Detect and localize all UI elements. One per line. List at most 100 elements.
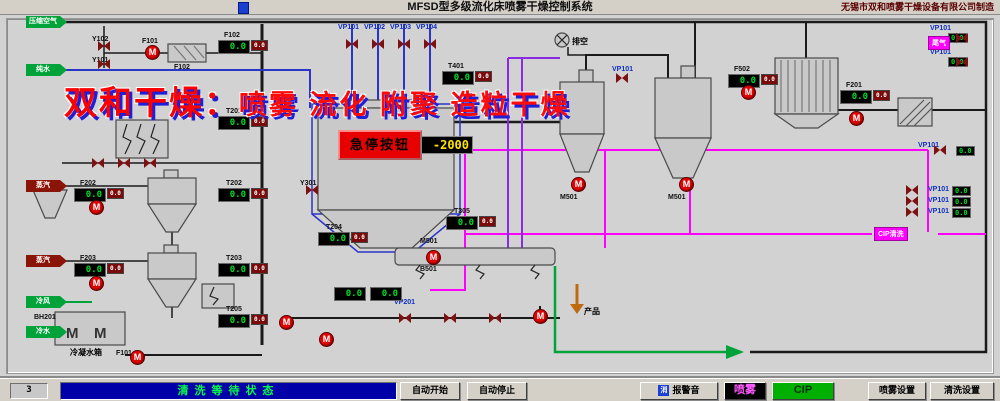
tag-T305: T305 — [454, 208, 470, 215]
display-value: 0.0 — [318, 232, 350, 246]
tag-M501: M501 — [560, 194, 578, 201]
svg-text:M: M — [66, 325, 79, 342]
pump-motor[interactable]: M — [571, 177, 586, 192]
display-value: 0.0 — [218, 40, 250, 54]
tag-F203: F203 — [80, 255, 96, 262]
tag-VP101: VP101 — [338, 24, 360, 31]
valve[interactable] — [346, 39, 358, 49]
spray-mode-button[interactable]: 喷雾 — [724, 382, 766, 400]
valve[interactable] — [934, 145, 946, 155]
spray-settings-button[interactable]: 喷雾设置 — [868, 382, 926, 400]
pump-motor[interactable]: M — [533, 309, 548, 324]
tag-Y102: Y102 — [92, 36, 109, 43]
control-bar: 3 清洗等待状态 自动开始 自动停止 消报警音 喷雾 CIP 喷雾设置 清洗设置 — [0, 378, 1000, 401]
valve[interactable] — [444, 313, 456, 323]
valve[interactable] — [98, 41, 110, 51]
valve[interactable] — [92, 158, 104, 168]
valve[interactable] — [906, 196, 918, 206]
display-setpoint: 0.0 — [475, 71, 492, 82]
tag-B501: B501 — [420, 266, 437, 273]
pump-motor[interactable]: M — [319, 332, 334, 347]
svg-text:M: M — [94, 325, 107, 342]
mute-alarm-button[interactable]: 消报警音 — [640, 382, 718, 400]
valve[interactable] — [306, 185, 318, 195]
auto-start-button[interactable]: 自动开始 — [400, 382, 460, 400]
valve[interactable] — [398, 39, 410, 49]
pump-motor[interactable]: M — [279, 315, 294, 330]
clean-settings-button[interactable]: 清洗设置 — [930, 382, 994, 400]
valve[interactable] — [118, 158, 130, 168]
small-filter — [201, 283, 235, 309]
counter-display: 3 — [10, 383, 48, 399]
green-flow-arrowhead — [726, 345, 744, 359]
pump-motor[interactable]: M — [426, 250, 441, 265]
display-value: 0.0 — [218, 314, 250, 328]
valve[interactable] — [906, 185, 918, 195]
display-value: 0.0 — [74, 188, 106, 202]
auto-stop-button[interactable]: 自动停止 — [467, 382, 527, 400]
pump-motor[interactable]: M — [130, 350, 145, 365]
tag-BH201: BH201 — [34, 314, 56, 321]
flow-arrow-纯水: 纯水 — [26, 64, 67, 76]
page-title: MFSD型多级流化床喷雾干燥控制系统 — [407, 1, 593, 13]
pump-motor[interactable]: M — [849, 111, 864, 126]
valve[interactable] — [144, 158, 156, 168]
display-value: 0.0 — [218, 116, 250, 130]
valve[interactable] — [372, 39, 384, 49]
pump-motor[interactable]: M — [679, 177, 694, 192]
mute-icon: 消 — [658, 385, 670, 396]
display-value: 0.0 — [74, 263, 106, 277]
pump-motor[interactable]: M — [89, 276, 104, 291]
cyclone-d — [654, 65, 712, 179]
valve[interactable] — [956, 57, 968, 67]
tag-VP101: VP101 — [930, 49, 952, 56]
tag-T203: T203 — [226, 255, 242, 262]
tag-VP104: VP104 — [416, 24, 438, 31]
vacuum-pressure-display: -2000 — [421, 136, 473, 154]
pump-motor[interactable]: M — [145, 45, 160, 60]
tag-F102: F102 — [224, 32, 240, 39]
tag-T202: T202 — [226, 180, 242, 187]
display-value: 0.0 — [218, 188, 250, 202]
product-arrowhead — [570, 304, 584, 314]
valve[interactable] — [489, 313, 501, 323]
valve[interactable] — [906, 207, 918, 217]
valve[interactable] — [424, 39, 436, 49]
tag-VP101: VP101 — [928, 208, 950, 215]
tag-F101: F101 — [116, 350, 132, 357]
watermark: 双和干燥：喷雾 流化 附聚 造粒干燥 — [64, 76, 571, 124]
flow-arrow-压缩空气: 压缩空气 — [26, 16, 67, 28]
display-value: 0.0 — [442, 71, 474, 85]
pump-motor[interactable]: M — [741, 85, 756, 100]
valve[interactable] — [956, 33, 968, 43]
cip-mode-button[interactable]: CIP — [772, 382, 834, 400]
diagram-label: 冷凝水箱 — [70, 348, 102, 357]
display-setpoint: 0.0 — [251, 116, 268, 127]
flow-arrow-蒸汽: 蒸汽 — [26, 180, 67, 192]
emergency-stop-button[interactable]: 急停按钮 — [338, 130, 422, 160]
display-setpoint: 0.0 — [351, 232, 368, 243]
pipes-violet — [507, 57, 560, 250]
pump-motor[interactable]: M — [89, 200, 104, 215]
valve[interactable] — [98, 59, 110, 69]
cyclone-b — [146, 244, 198, 308]
valve[interactable] — [399, 313, 411, 323]
valve[interactable] — [616, 73, 628, 83]
tag-T401: T401 — [448, 63, 464, 70]
diagram-label: CIP清洗 — [874, 227, 908, 241]
display-value: 0.0 — [218, 263, 250, 277]
display-value: 0.0 — [334, 287, 366, 301]
display-value: 0.0 — [952, 186, 971, 196]
tag-T204: T204 — [326, 224, 342, 231]
flow-arrow-蒸汽: 蒸汽 — [26, 255, 67, 267]
